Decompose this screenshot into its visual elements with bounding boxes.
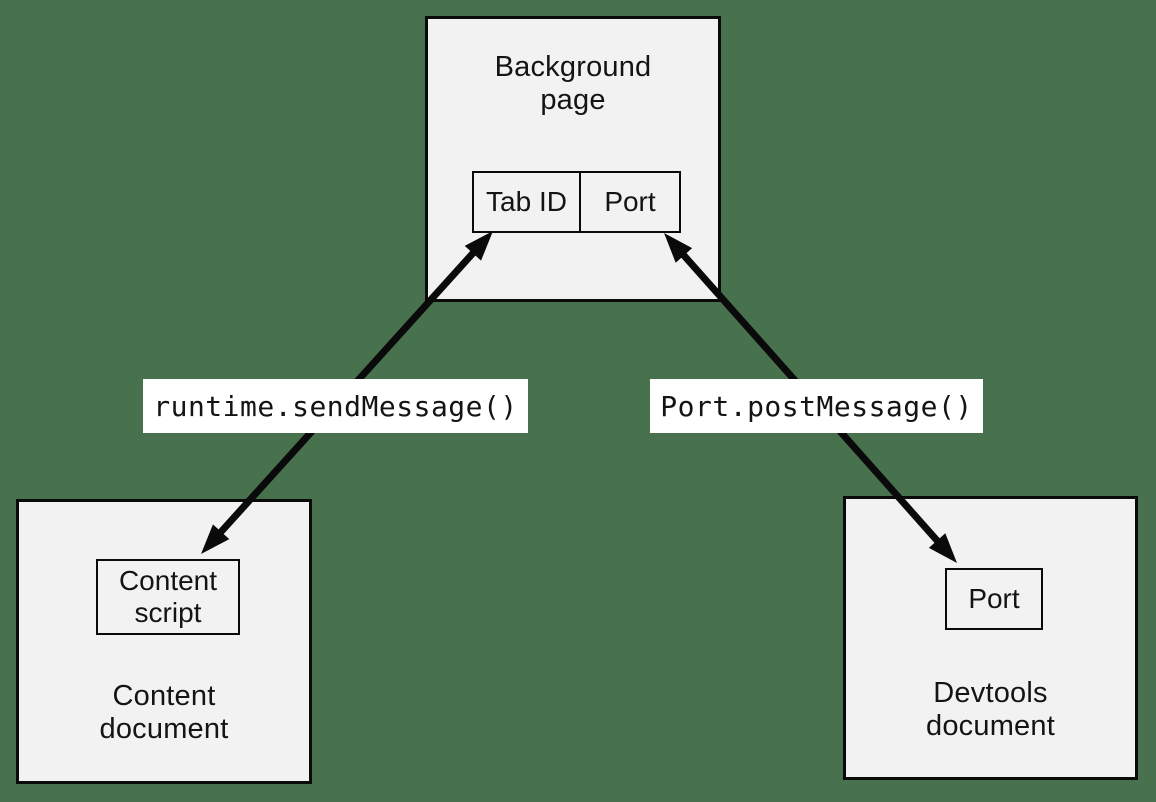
content-document-title-line1: Content xyxy=(112,680,216,712)
devtools-document-title: Devtools document xyxy=(846,677,1135,743)
background-page-title-line1: Background xyxy=(494,51,652,83)
slot-port: Port xyxy=(604,186,656,217)
devtools-document-title-line1: Devtools xyxy=(933,677,1048,709)
background-page-title-line2: page xyxy=(540,84,606,116)
edge-label-port-postmessage: Port.postMessage() xyxy=(650,379,983,433)
content-document-title-line2: document xyxy=(99,713,229,745)
node-background-page: Background page Tab ID Port xyxy=(425,16,721,302)
edge-label-runtime-sendmessage: runtime.sendMessage() xyxy=(143,379,528,433)
content-script-label-line2: script xyxy=(134,597,202,628)
node-content-document: Content script Content document xyxy=(16,499,312,784)
node-devtools-document: Port Devtools document xyxy=(843,496,1138,780)
node-content-script: Content script xyxy=(96,559,240,635)
devtools-port-label: Port xyxy=(968,583,1020,614)
content-document-title: Content document xyxy=(19,680,309,746)
devtools-document-title-line2: document xyxy=(926,710,1055,742)
background-page-slot-table: Tab ID Port xyxy=(472,171,681,233)
background-page-title: Background page xyxy=(428,19,718,117)
slot-tab-id: Tab ID xyxy=(474,173,581,231)
content-script-label-line1: Content xyxy=(118,565,218,596)
node-devtools-port: Port xyxy=(945,568,1043,630)
